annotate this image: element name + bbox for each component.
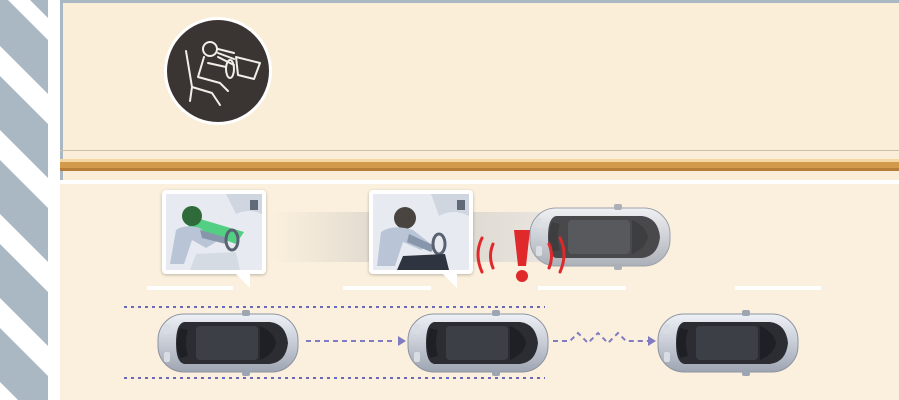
progress-arrows xyxy=(306,331,648,345)
attentive-driver-icon xyxy=(166,194,262,270)
guardrail xyxy=(60,150,899,184)
decorative-stripes xyxy=(0,0,48,400)
drowsy-driver-icon xyxy=(373,194,469,270)
car-3 xyxy=(657,309,799,377)
callout-tail xyxy=(236,274,250,288)
alert-exclamation-icon xyxy=(476,236,566,274)
attentive-driver-callout xyxy=(162,190,266,274)
car-1 xyxy=(157,309,299,377)
lane-dotted-lines xyxy=(124,306,545,379)
callout-tail xyxy=(443,274,457,288)
car-2 xyxy=(407,309,549,377)
drowsy-driver-callout xyxy=(369,190,473,274)
driver-monitor-camera-icon xyxy=(164,17,272,125)
